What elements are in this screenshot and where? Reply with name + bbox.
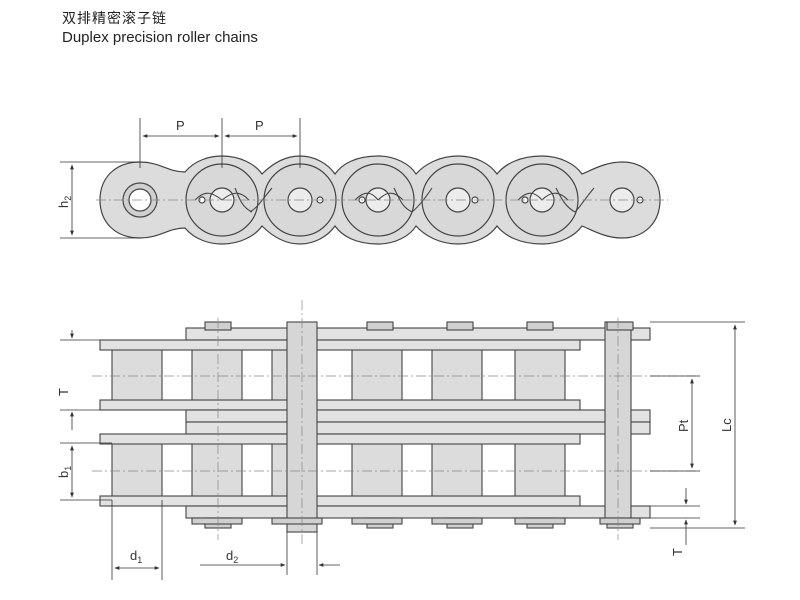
top-view [99,321,651,533]
inner-plate-top [99,339,581,351]
title-english: Duplex precision roller chains [62,29,258,46]
b1-label: b1 [56,466,73,478]
Pt-label: Pt [676,419,691,432]
h2-label: h2 [56,196,73,208]
top-centerlines [92,300,700,545]
outer-plate-bottom [185,505,651,519]
inner-plate-mid1 [99,399,581,411]
mid-plate-b [185,421,651,435]
outer-plate-top [185,327,651,341]
Lc-label: Lc [719,418,734,432]
inner-plate-mid2 [99,433,581,445]
title-chinese: 双排精密滚子链 [62,11,167,27]
d2-label: d2 [226,548,238,565]
d1-label: d1 [130,548,142,565]
T-top-label: T [56,388,71,396]
pitch-label-2: P [255,118,264,133]
mid-plate-a [185,409,651,423]
pitch-label-1: P [176,118,185,133]
inner-plate-bottom [99,495,581,507]
T-bottom-label: T [670,548,685,556]
